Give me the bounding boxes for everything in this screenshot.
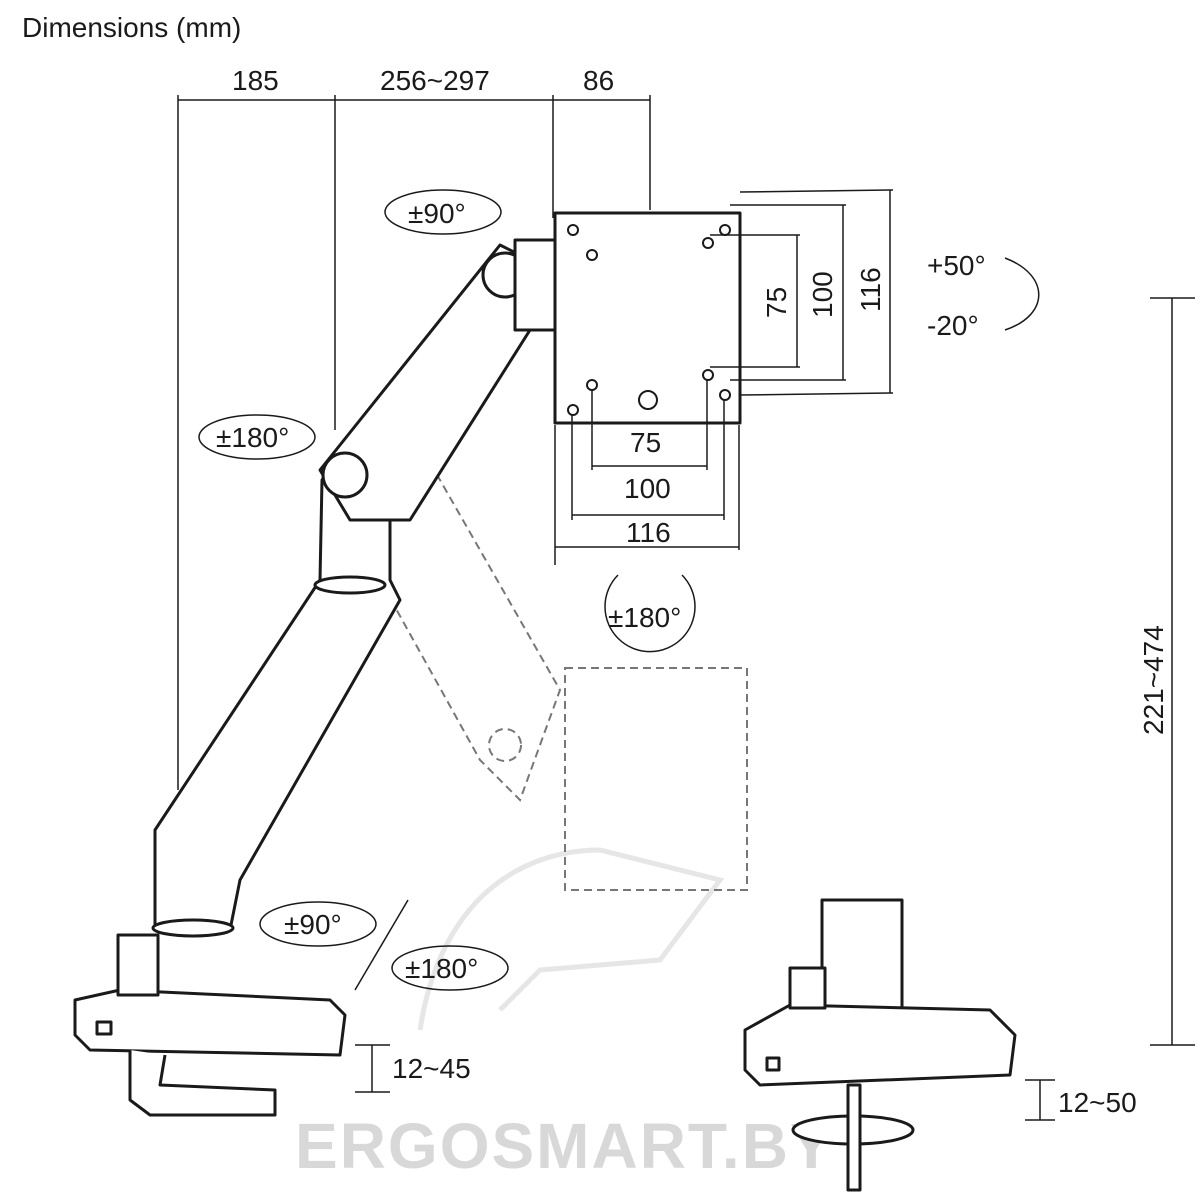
clamp-range-label: 12~45 (392, 1053, 471, 1084)
rotation-base-pole-label: ±180° (405, 953, 478, 984)
grommet-base (743, 898, 1017, 1192)
desk-clamp-base (73, 933, 347, 1117)
clamp-dimension (355, 1044, 390, 1093)
vesa-v-116: 116 (855, 267, 886, 312)
vesa-vertical-dims (710, 189, 894, 396)
grommet-range-label: 12~50 (1058, 1087, 1137, 1118)
vesa-h-100: 100 (624, 473, 671, 504)
dim-256-297: 256~297 (380, 65, 490, 96)
dim-185: 185 (232, 65, 279, 96)
height-dimension (1150, 297, 1195, 1046)
watermark-logo (417, 847, 725, 1031)
rotation-arm-mid-label: ±180° (216, 422, 289, 453)
watermark: ERGOSMART.BY (295, 1110, 835, 1182)
rotation-arm-top-label: ±90° (408, 198, 466, 229)
diagram-title: Dimensions (mm) (22, 12, 241, 43)
tilt-indicator: +50° -20° (927, 250, 1040, 341)
rotation-base-arm-label: ±90° (284, 909, 342, 940)
tilt-down-label: -20° (927, 310, 979, 341)
monitor-arm (151, 238, 557, 938)
height-range-label: 221~474 (1138, 625, 1169, 735)
rotation-plate-label: ±180° (608, 602, 681, 633)
vesa-plate (553, 211, 742, 425)
rotation-plate: ±180° (604, 574, 696, 653)
vesa-v-100: 100 (807, 271, 838, 318)
vesa-h-75: 75 (630, 427, 661, 458)
vesa-h-116: 116 (626, 517, 671, 548)
top-dimension-lines (177, 95, 651, 790)
rotation-base-pole: ±180° (354, 899, 509, 991)
rotation-base-arm: ±90° (259, 901, 377, 947)
grommet-dimension (1025, 1079, 1055, 1121)
rotation-arm-mid: ±180° (198, 414, 316, 460)
tilt-up-label: +50° (927, 250, 986, 281)
vesa-horizontal-dims (554, 380, 740, 565)
vesa-v-75: 75 (761, 287, 792, 318)
rotation-arm-top: ±90° (384, 189, 502, 235)
dim-86: 86 (583, 65, 614, 96)
